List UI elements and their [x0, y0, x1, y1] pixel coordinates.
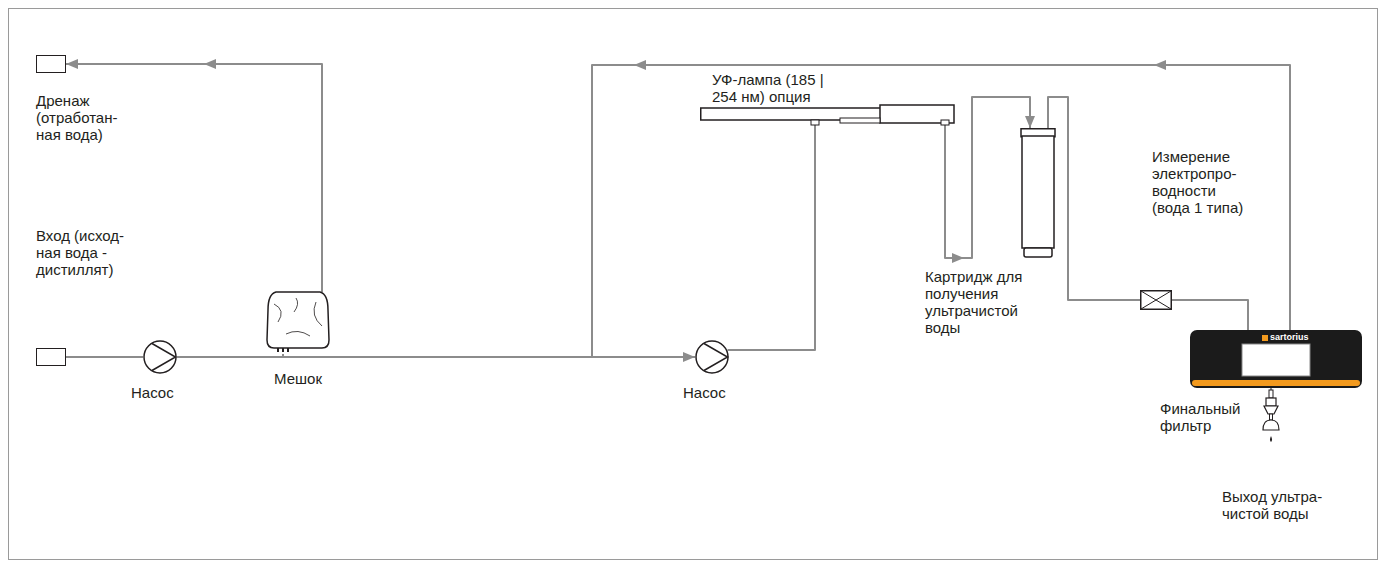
- node-label: Вход (исход- ная вода - дистиллят): [36, 227, 131, 278]
- pipe-connector: [1048, 97, 1140, 300]
- pump-outline: [143, 340, 177, 374]
- node-label: sartorius: [1270, 332, 1330, 343]
- final-filter: Финальный фильтр: [1262, 390, 1280, 444]
- sensor-outline: [1140, 290, 1172, 310]
- outlet-label: Выход ультра- чистой воды: [1222, 488, 1326, 522]
- lamp-outline: [700, 104, 955, 124]
- filter-outline: [1262, 390, 1280, 444]
- node-label: Картридж для получения ультрачистой воды: [925, 268, 1027, 336]
- bag-reservoir: Мешок: [266, 290, 330, 352]
- pump-outline: [695, 340, 729, 374]
- pump-symbol: Насос: [695, 340, 729, 374]
- conductivity-sensor: Измерение электропро- водности (вода 1 т…: [1140, 290, 1172, 310]
- pipe-connector: [728, 125, 816, 350]
- pipe-connector: [945, 97, 1030, 258]
- node-label: Насос: [683, 384, 743, 401]
- cartridge: Картридж для получения ультрачистой воды: [1020, 128, 1056, 258]
- node-label: Измерение электропро- водности (вода 1 т…: [1152, 148, 1250, 216]
- pipe-connector: [66, 356, 143, 358]
- pump-symbol: Насос: [143, 340, 177, 374]
- node-label: УФ-лампа (185 | 254 нм) опция: [712, 71, 837, 105]
- drain-port: Дренаж (отработан- ная вода): [36, 55, 66, 73]
- cart-outline: [1020, 128, 1056, 258]
- pipe-connector: [1172, 300, 1248, 330]
- node-label: Дренаж (отработан- ная вода): [36, 92, 124, 143]
- pipe-connector: [592, 65, 1290, 357]
- purification-unit: sartorius: [1190, 330, 1362, 388]
- inlet-port: Вход (исход- ная вода - дистиллят): [36, 348, 66, 366]
- node-label: Мешок: [274, 370, 344, 387]
- uv-lamp: УФ-лампа (185 | 254 нм) опция: [700, 104, 955, 124]
- bag-outline: [266, 290, 330, 352]
- frame: [9, 9, 1378, 560]
- node-label: Финальный фильтр: [1160, 400, 1244, 434]
- node-label: Насос: [131, 384, 191, 401]
